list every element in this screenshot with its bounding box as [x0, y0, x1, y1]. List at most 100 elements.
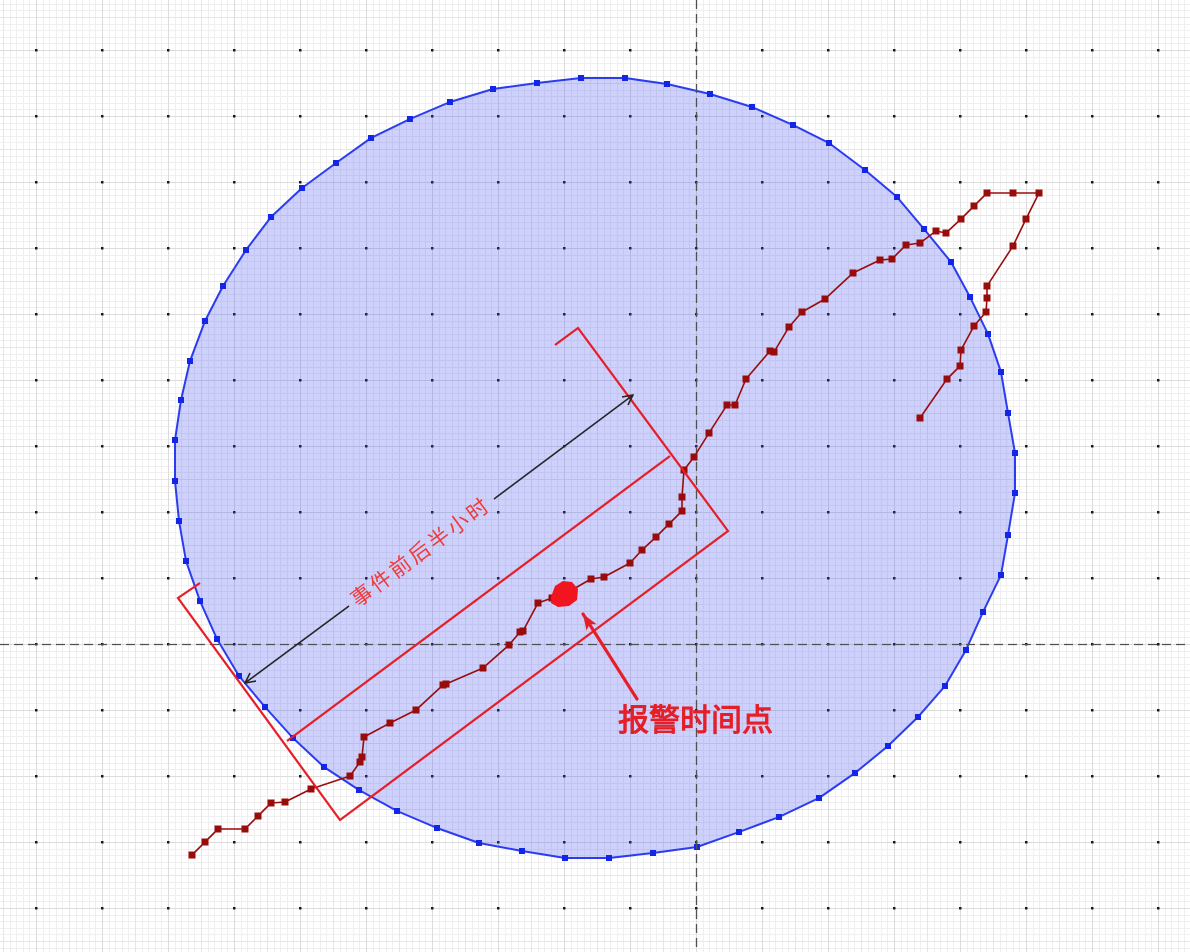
geofence-area [174, 77, 1016, 859]
track-point [690, 453, 698, 461]
geofence-vertex [214, 636, 220, 642]
track-point [932, 227, 940, 235]
geofence-circle [172, 75, 1018, 861]
geofence-vertices [172, 75, 1018, 861]
track-point [798, 308, 806, 316]
track-point [281, 798, 289, 806]
track-point [412, 706, 420, 714]
geofence-vertex [356, 787, 362, 793]
geofence-vertex [1005, 532, 1011, 538]
geofence-vertex [826, 140, 832, 146]
track-point [942, 229, 950, 237]
track-point [214, 825, 222, 833]
geofence-vertex [622, 75, 628, 81]
track-point [1035, 189, 1043, 197]
event-window-frame [176, 326, 730, 822]
geofence-vertex [490, 86, 496, 92]
geofence-vertex [368, 135, 374, 141]
geofence-vertex [985, 331, 991, 337]
geofence-vertex [476, 840, 482, 846]
track-point [652, 533, 660, 541]
track-point [902, 241, 910, 249]
geofence-vertex [921, 226, 927, 232]
geofence-vertex [894, 194, 900, 200]
geofence-vertex [394, 808, 400, 814]
geofence-vertex [980, 609, 986, 615]
dimension-arrow-right [493, 395, 633, 500]
track-point [241, 825, 249, 833]
geofence-vertex [606, 855, 612, 861]
geofence-vertex [268, 214, 274, 220]
geofence-vertex [447, 99, 453, 105]
track-point [888, 255, 896, 263]
geofence-vertex [407, 116, 413, 122]
geofence-vertex [967, 294, 973, 300]
track-point [254, 812, 262, 820]
track-point [956, 362, 964, 370]
track-point [267, 799, 275, 807]
geofence-vertex [290, 735, 296, 741]
track-point [626, 559, 634, 567]
geofence-vertex [178, 397, 184, 403]
geofence-vertex [1012, 490, 1018, 496]
geofence-vertex [534, 80, 540, 86]
geofence-vertex [963, 647, 969, 653]
geofence-vertex [220, 283, 226, 289]
track-point [678, 507, 686, 515]
geofence-vertex [948, 259, 954, 265]
geofence-vertex [790, 122, 796, 128]
geofence-vertex [172, 478, 178, 484]
track-point [916, 414, 924, 422]
alarm-point-marker [551, 581, 578, 607]
track-point [983, 189, 991, 197]
track-point [188, 851, 196, 859]
geofence-vertex [942, 683, 948, 689]
track-point [983, 294, 991, 302]
track-point [957, 346, 965, 354]
geofence-vertex [998, 369, 1004, 375]
track-point [785, 323, 793, 331]
track-point [723, 401, 731, 409]
track-point [1022, 215, 1030, 223]
geofence-vertex [998, 572, 1004, 578]
geofence-vertex [262, 704, 268, 710]
alarm-pointer-arrow [581, 612, 639, 701]
geofence-vertex [172, 437, 178, 443]
track-point [957, 215, 965, 223]
geofence-vertex [736, 829, 742, 835]
geofence-vertex [183, 558, 189, 564]
track-box-top-edge [286, 455, 671, 742]
track-point [386, 719, 394, 727]
geofence-vertex [176, 518, 182, 524]
track-point [705, 429, 713, 437]
event-window-annotation [176, 326, 730, 822]
track-point [770, 348, 778, 356]
geofence-vertex [243, 247, 249, 253]
track-point [519, 627, 527, 635]
track-point [479, 664, 487, 672]
track-point [766, 347, 774, 355]
track-point [821, 295, 829, 303]
track-line [191, 192, 1040, 856]
track-point [983, 282, 991, 290]
geofence-vertex [236, 673, 242, 679]
geofence-vertex [299, 185, 305, 191]
geofence-vertex [187, 358, 193, 364]
alarm-callout: 报警时间点 [581, 612, 773, 739]
geofence-vertex [650, 850, 656, 856]
geofence-vertex [749, 104, 755, 110]
geofence-vertex [862, 167, 868, 173]
track-point [849, 269, 857, 277]
geofence-vertex [664, 81, 670, 87]
track-point [307, 785, 315, 793]
geofence-vertex [885, 743, 891, 749]
geofence-vertex [519, 848, 525, 854]
geofence-vertex [852, 770, 858, 776]
geofence-vertex [707, 91, 713, 97]
track-point [201, 838, 209, 846]
geofence-vertex [562, 855, 568, 861]
